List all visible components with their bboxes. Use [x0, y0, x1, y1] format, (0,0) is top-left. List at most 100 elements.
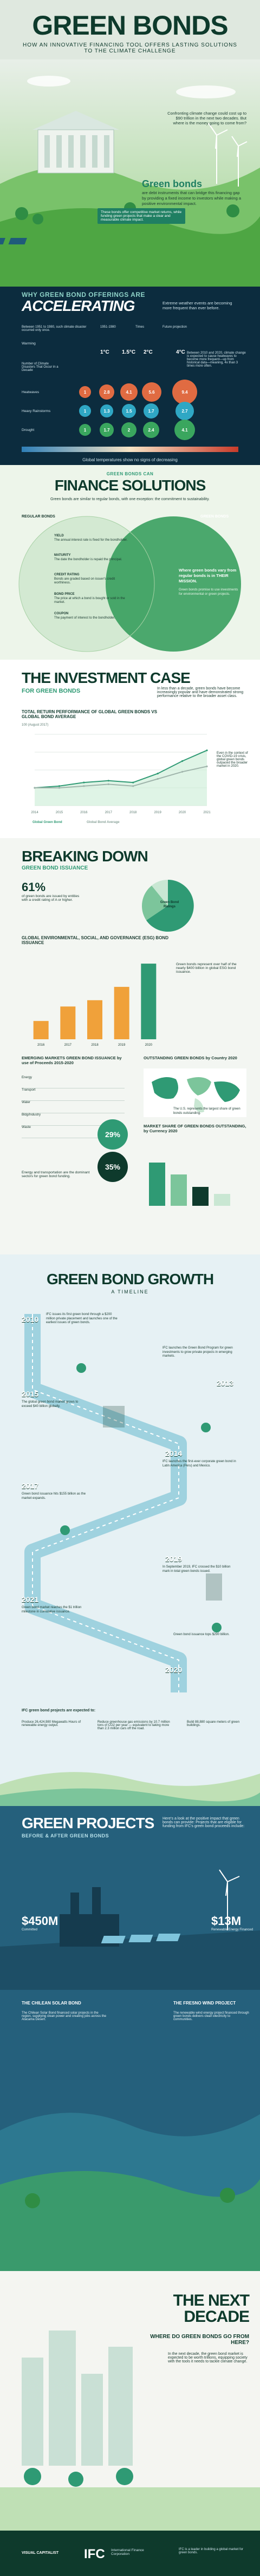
hero-illustration: [0, 76, 260, 287]
tree-icon: [25, 2188, 235, 2208]
note-2019: In September 2019, IFC crossed the $10 b…: [162, 1565, 231, 1573]
regular-bonds-label: REGULAR BONDS: [22, 515, 55, 519]
esg-year-label: 2019: [118, 1044, 126, 1047]
investment-desc: In less than a decade, green bonds have …: [157, 687, 244, 698]
outstanding-title: OUTSTANDING GREEN BONDS by Country 2020: [144, 1055, 237, 1060]
green-mission-desc: Green bonds promise to use investments f…: [179, 588, 238, 596]
row-rainstorms: Heavy Rainstorms: [22, 409, 51, 413]
x-tick-label: 2019: [154, 811, 161, 814]
em-list: Energy Transport Water Bldg/Industry Was…: [22, 1076, 125, 1138]
venn-item-yield: YIELD The annual interest rate is fixed …: [54, 534, 130, 542]
em-row: Bldg/Industry: [22, 1113, 125, 1126]
row-drought: Drought: [22, 428, 35, 432]
investment-section: THE INVESTMENT CASE FOR GREEN BONDS In l…: [0, 660, 260, 838]
em-pct-transport: 35%: [98, 1152, 128, 1182]
page-subtitle: HOW AN INNOVATIVE FINANCING TOOL OFFERS …: [23, 42, 237, 54]
note-2010: IFC issues its first green bond through …: [46, 1313, 118, 1324]
next-decade-desc: In the next decade, the green bond marke…: [168, 2352, 248, 2363]
green-bonds-label: Green bonds: [142, 178, 203, 189]
accelerating-section: WHY GREEN BOND OFFERINGS ARE ACCELERATIN…: [0, 287, 260, 465]
finance-kicker: GREEN BONDS CAN: [106, 472, 154, 476]
series-point: [181, 760, 184, 762]
accel-row-header: Number of Climate Disasters That Occur i…: [22, 362, 58, 372]
bubble-rain-1: 1.3: [100, 404, 113, 417]
tree-icon: [24, 2468, 133, 2487]
note-2013: IFC launches the Green Bond Program for …: [162, 1346, 233, 1358]
esg-bar: [141, 964, 157, 1039]
year-2013: 2013: [217, 1379, 234, 1387]
em-pct-energy: 29%: [98, 1119, 128, 1150]
outcome-energy: Produce 26,424,980 Megawatts Hours of re…: [22, 1721, 81, 1727]
year-2021: 2021: [22, 1595, 39, 1604]
market-share-bars: [149, 1163, 230, 1206]
timeline-road: [24, 1314, 222, 1692]
series-point: [132, 781, 134, 784]
legend-average: Global Bond Average: [87, 821, 120, 824]
item-title: MATURITY: [54, 554, 71, 557]
projects-after-scene: [0, 2113, 260, 2271]
venn-item-credit: CREDIT RATING Bonds are graded based on …: [54, 573, 130, 586]
bubble-rain-15: 1.5: [122, 404, 136, 418]
esg-year-label: 2016: [37, 1044, 45, 1047]
green-bonds-venn-label: GREEN BONDS: [200, 515, 229, 519]
finance-sub: Green bonds are similar to regular bonds…: [50, 497, 210, 501]
series-point: [107, 783, 109, 785]
accel-legend-1: 1951-1980: [100, 326, 116, 329]
x-tick-label: 2020: [179, 811, 186, 814]
accel-baseline-note: Between 1951 to 1980, such climate disas…: [22, 326, 87, 332]
esg-chart-note: Green bonds represent over half of the n…: [176, 962, 237, 974]
projects-desc: Here's a look at the positive impact tha…: [162, 1817, 245, 1828]
bubble-drought-4: 4.1: [174, 420, 195, 440]
breakdown-kicker: GREEN BOND ISSUANCE: [22, 865, 88, 871]
esg-chart-title: GLOBAL ENVIRONMENTAL, SOCIAL, AND GOVERN…: [22, 935, 168, 945]
bubble-drought-base: 1: [79, 424, 91, 436]
venn-item-price: BOND PRICE The price at which a bond is …: [54, 593, 130, 605]
chile-investment: $450M: [22, 1914, 58, 1928]
project-2-title: THE FRESNO WIND PROJECT: [173, 2001, 236, 2006]
venn-item-coupon: COUPON The payment of interest to the bo…: [54, 612, 130, 620]
bank-building-icon: [32, 111, 119, 174]
outstanding-note: The U.S. represents the largest share of…: [173, 1107, 240, 1115]
em-chart-title: EMERGING MARKETS GREEN BOND ISSUANCE by …: [22, 1055, 122, 1065]
growth-timeline-section: GREEN BOND GROWTH A TIMELINE 2010 IFC is…: [0, 1254, 260, 1806]
series-point: [34, 787, 36, 789]
growth-kicker: A TIMELINE: [111, 1289, 149, 1294]
investment-kicker: FOR GREEN BONDS: [22, 688, 81, 694]
next-decade-section: THE NEXT DECADE WHERE DO GREEN BONDS GO …: [0, 2271, 260, 2531]
warming-4c: 4°C: [176, 349, 185, 355]
series-point: [58, 787, 61, 789]
city-building-icon: [22, 2331, 133, 2466]
year-2020: 2020: [165, 1665, 183, 1674]
series-point: [83, 781, 85, 784]
series-point: [107, 780, 109, 782]
cloud-shape: [27, 76, 70, 87]
wind-investment: $13M: [211, 1914, 242, 1928]
bubble-heat-4: 9.4: [172, 380, 197, 404]
next-decade-headline: THE NEXT DECADE: [173, 2292, 250, 2326]
em-row: Transport: [22, 1088, 125, 1101]
legend-green: Global Green Bond: [32, 821, 62, 824]
wind-turbine-icon: [219, 1869, 240, 1930]
warming-1c: 1°C: [100, 349, 109, 355]
bubble-drought-2: 2.4: [143, 422, 159, 438]
bubble-rain-4: 2.7: [176, 402, 194, 420]
series-line: [34, 749, 207, 788]
projects-kicker: BEFORE & AFTER GREEN BONDS: [22, 1833, 109, 1838]
rating-share: 61%: [22, 880, 46, 894]
page-title: GREEN BONDS: [32, 10, 228, 41]
bubble-heat-base: 1: [79, 386, 91, 398]
project-1-desc: The Chilean Solar Bond financed solar pr…: [22, 2011, 107, 2021]
item-desc: Bonds are graded based on issuer's credi…: [54, 577, 115, 585]
item-desc: The payment of interest to the bondholde…: [54, 616, 115, 620]
building-icon: [103, 1406, 222, 1601]
em-row: Water: [22, 1101, 125, 1113]
esg-year-label: 2017: [64, 1044, 72, 1047]
x-tick-label: 2017: [105, 811, 113, 814]
growth-footer-scene: [0, 1772, 260, 1806]
chile-investment-label: Committed: [22, 1928, 38, 1931]
ratings-pie: [142, 880, 194, 932]
em-row: Energy: [22, 1076, 125, 1088]
